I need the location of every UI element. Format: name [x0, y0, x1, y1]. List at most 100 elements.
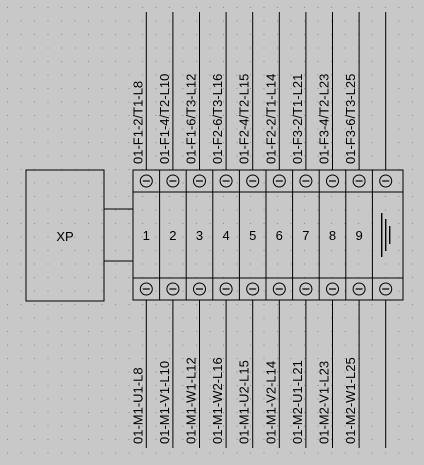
screw-icon[interactable]	[193, 282, 206, 296]
grid-dot	[331, 88, 332, 89]
screw-icon[interactable]	[272, 282, 286, 296]
grid-dot	[223, 196, 224, 197]
grid-dot	[155, 425, 157, 427]
grid-dot	[101, 47, 103, 49]
grid-dot	[115, 20, 116, 22]
screw-icon[interactable]	[246, 174, 260, 188]
grid-dot	[317, 47, 319, 49]
grid-dot	[223, 142, 224, 143]
grid-dot	[115, 398, 116, 400]
grid-dot	[34, 223, 35, 224]
grid-dot	[344, 61, 346, 62]
grid-dot	[7, 452, 8, 454]
grid-dot	[196, 317, 197, 319]
grid-dot	[331, 142, 332, 143]
grid-dot	[61, 290, 62, 292]
grid-dot	[7, 223, 8, 224]
grid-dot	[412, 331, 413, 332]
grid-dot	[169, 304, 170, 305]
xp-block[interactable]: XP	[25, 169, 105, 302]
grid-dot	[128, 20, 130, 22]
grid-dot	[209, 236, 211, 238]
grid-dot	[290, 358, 292, 359]
grid-dot	[236, 196, 238, 197]
screw-icon[interactable]	[379, 174, 393, 188]
grid-dot	[277, 74, 278, 76]
grid-dot	[398, 263, 400, 265]
grid-dot	[358, 398, 359, 400]
grid-dot	[74, 196, 76, 197]
grid-dot	[331, 47, 332, 49]
grid-dot	[74, 452, 76, 454]
grid-dot	[128, 34, 130, 35]
grid-dot	[128, 304, 130, 305]
grid-dot	[209, 155, 211, 157]
grid-dot	[101, 128, 103, 130]
grid-dot	[412, 344, 413, 346]
screw-icon[interactable]	[299, 174, 313, 188]
grid-dot	[7, 115, 8, 116]
screw-icon[interactable]	[246, 282, 260, 296]
grid-dot	[47, 223, 49, 224]
screw-icon[interactable]	[272, 174, 286, 188]
grid-dot	[182, 344, 184, 346]
grid-dot	[344, 74, 346, 76]
grid-dot	[115, 74, 116, 76]
grid-dot	[74, 101, 76, 103]
grid-dot	[412, 196, 413, 197]
grid-dot	[236, 439, 238, 440]
grid-dot	[61, 223, 62, 224]
grid-dot	[263, 439, 265, 440]
grid-dot	[331, 331, 332, 332]
grid-dot	[128, 344, 130, 346]
screw-icon[interactable]	[299, 282, 313, 296]
grid-dot	[74, 277, 76, 278]
grid-dot	[263, 304, 265, 305]
grid-dot	[371, 358, 373, 359]
screw-icon[interactable]	[326, 282, 339, 296]
screw-icon[interactable]	[219, 174, 233, 188]
grid-dot	[290, 128, 292, 130]
grid-dot	[88, 209, 89, 211]
grid-dot	[34, 398, 35, 400]
screw-icon[interactable]	[166, 282, 180, 296]
grid-dot	[61, 155, 62, 157]
grid-dot	[74, 142, 76, 143]
screw-icon[interactable]	[326, 174, 339, 188]
grid-dot	[277, 7, 278, 8]
screw-icon[interactable]	[139, 282, 153, 296]
grid-dot	[304, 142, 305, 143]
grid-dot	[196, 425, 197, 427]
grid-dot	[398, 128, 400, 130]
grid-dot	[128, 290, 130, 292]
grid-dot	[371, 425, 373, 427]
screw-icon[interactable]	[379, 282, 393, 296]
screw-icon[interactable]	[352, 282, 366, 296]
xp-block-outline	[25, 169, 105, 302]
grid-dot	[101, 331, 103, 332]
grid-dot	[182, 358, 184, 359]
screw-icon[interactable]	[352, 174, 366, 188]
wire-label-top: 01-F1-4/T2-L10	[157, 74, 172, 164]
grid-dot	[7, 304, 8, 305]
screw-icon[interactable]	[193, 174, 206, 188]
grid-dot	[128, 385, 130, 386]
screw-icon[interactable]	[166, 174, 180, 188]
grid-dot	[101, 7, 103, 8]
grid-dot	[317, 34, 319, 35]
grid-dot	[250, 304, 251, 305]
grid-dot	[317, 385, 319, 386]
grid-dot	[61, 317, 62, 319]
grid-dot	[277, 263, 278, 265]
screw-icon[interactable]	[219, 282, 233, 296]
grid-dot	[182, 263, 184, 265]
grid-dot	[344, 250, 346, 251]
grid-dot	[196, 263, 197, 265]
screw-icon[interactable]	[139, 174, 153, 188]
grid-dot	[88, 344, 89, 346]
grid-dot	[358, 439, 359, 440]
grid-dot	[236, 317, 238, 319]
grid-dot	[385, 209, 386, 211]
grid-dot	[223, 155, 224, 157]
